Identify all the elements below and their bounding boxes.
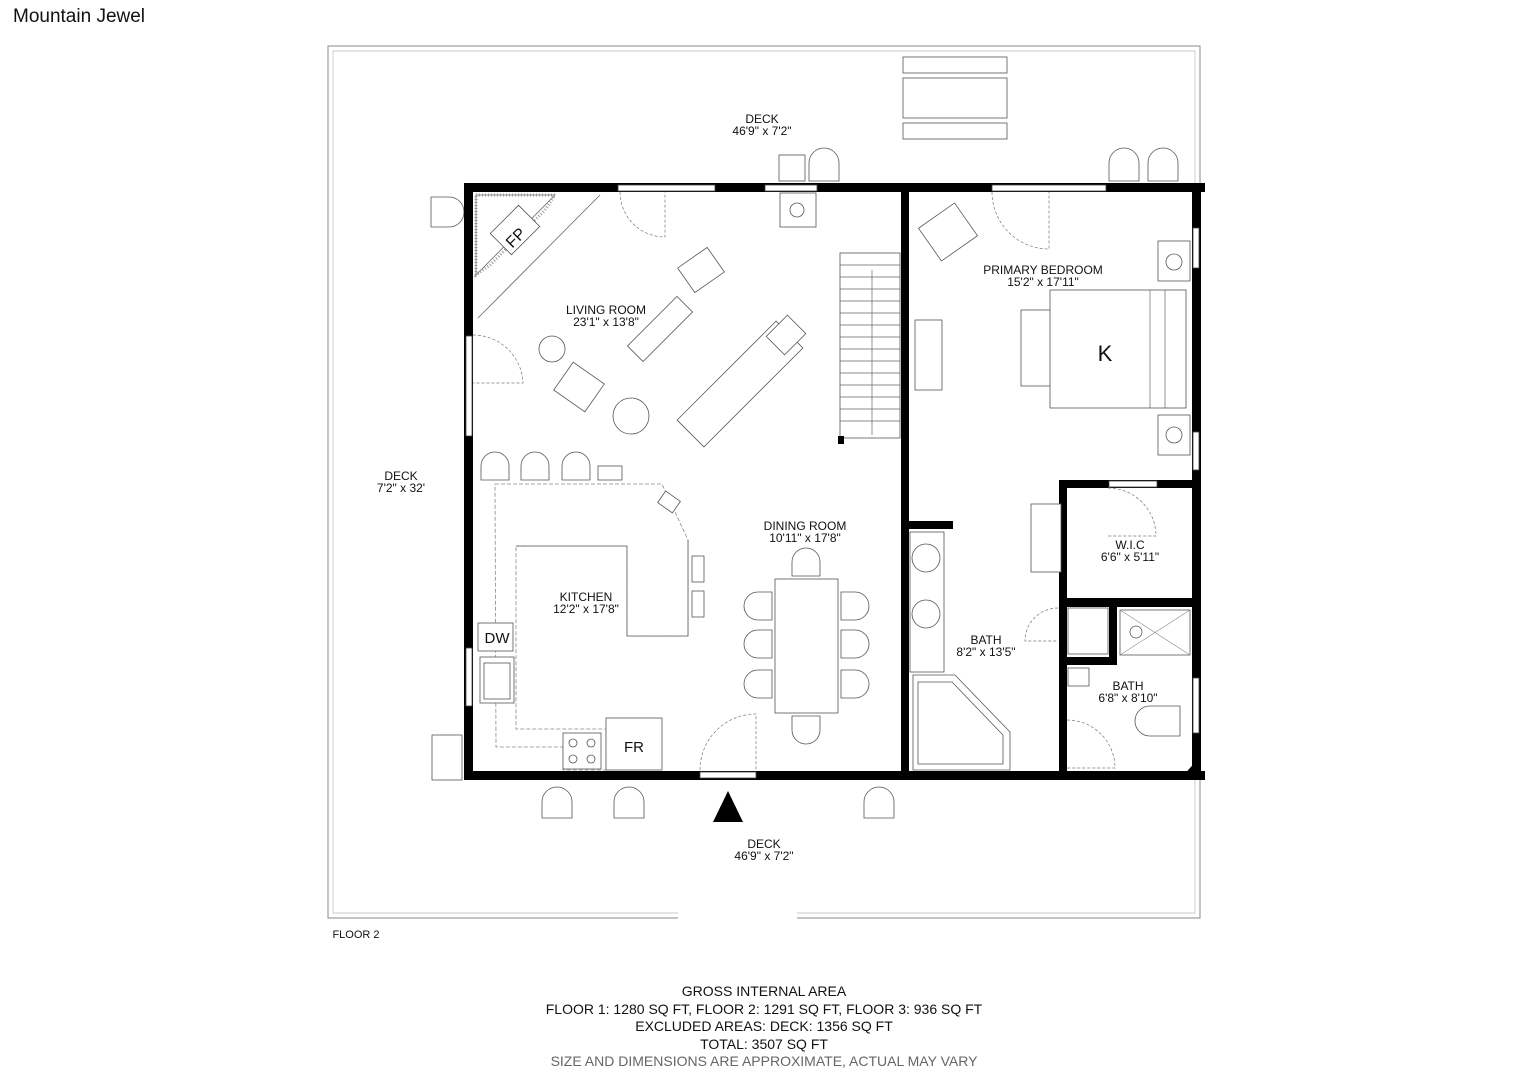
doors bbox=[472, 191, 1157, 771]
dining-room-dims: 10'11" x 17'8" bbox=[769, 531, 841, 545]
bath-small-dims: 6'8" x 8'10" bbox=[1098, 691, 1157, 705]
entrance-arrow-icon bbox=[713, 791, 743, 822]
fireplace: FP bbox=[474, 193, 601, 319]
kitchen-dims: 12'2" x 17'8" bbox=[553, 602, 619, 616]
primary-bedroom-name: PRIMARY BEDROOM bbox=[983, 263, 1103, 277]
dining-room-name: DINING ROOM bbox=[764, 519, 847, 533]
deck-top-name: DECK bbox=[745, 112, 778, 126]
room-labels: DECK 46'9" x 7'2" DECK 7'2" x 32' DECK 4… bbox=[332, 112, 1159, 941]
deck-bottom-name: DECK bbox=[747, 837, 780, 851]
living-room-name: LIVING ROOM bbox=[566, 303, 646, 317]
wic-name: W.I.C bbox=[1115, 538, 1145, 552]
deck-furniture bbox=[430, 56, 1179, 819]
fridge-label: FR bbox=[624, 739, 644, 756]
bath-small-name: BATH bbox=[1112, 679, 1143, 693]
deck-outline bbox=[327, 45, 1201, 919]
area-summary: GROSS INTERNAL AREA FLOOR 1: 1280 SQ FT,… bbox=[0, 983, 1528, 1071]
kitchen-fixtures: DW FR bbox=[477, 483, 705, 771]
bedroom-furniture: K bbox=[914, 202, 1191, 573]
bath-main-name: BATH bbox=[970, 633, 1001, 647]
floor-label: FLOOR 2 bbox=[332, 929, 379, 941]
wic-dims: 6'6" x 5'11" bbox=[1101, 550, 1159, 564]
floor-areas: FLOOR 1: 1280 SQ FT, FLOOR 2: 1291 SQ FT… bbox=[545, 1000, 983, 1017]
living-room-furniture bbox=[480, 192, 817, 481]
stairs bbox=[838, 252, 901, 444]
deck-left-name: DECK bbox=[384, 469, 417, 483]
bed-label: K bbox=[1098, 341, 1113, 366]
living-room-dims: 23'1" x 13'8" bbox=[573, 315, 639, 329]
excluded-areas: EXCLUDED AREAS: DECK: 1356 SQ FT bbox=[635, 1018, 893, 1034]
deck-top-dims: 46'9" x 7'2" bbox=[732, 124, 791, 138]
area-heading: GROSS INTERNAL AREA bbox=[681, 983, 847, 999]
windows bbox=[465, 184, 1200, 779]
bath-fixtures bbox=[909, 531, 1191, 771]
deck-bottom-dims: 46'9" x 7'2" bbox=[734, 849, 793, 863]
total-area: TOTAL: 3507 SQ FT bbox=[700, 1035, 828, 1052]
disclaimer: SIZE AND DIMENSIONS ARE APPROXIMATE, ACT… bbox=[550, 1053, 978, 1069]
dining-table bbox=[743, 547, 870, 745]
deck-left-dims: 7'2" x 32' bbox=[377, 481, 425, 495]
kitchen-name: KITCHEN bbox=[560, 590, 613, 604]
plan-title: Mountain Jewel bbox=[13, 6, 146, 27]
primary-bedroom-dims: 15'2" x 17'11" bbox=[1007, 275, 1079, 289]
dishwasher-label: DW bbox=[485, 630, 511, 647]
bath-main-dims: 8'2" x 13'5" bbox=[956, 645, 1015, 659]
